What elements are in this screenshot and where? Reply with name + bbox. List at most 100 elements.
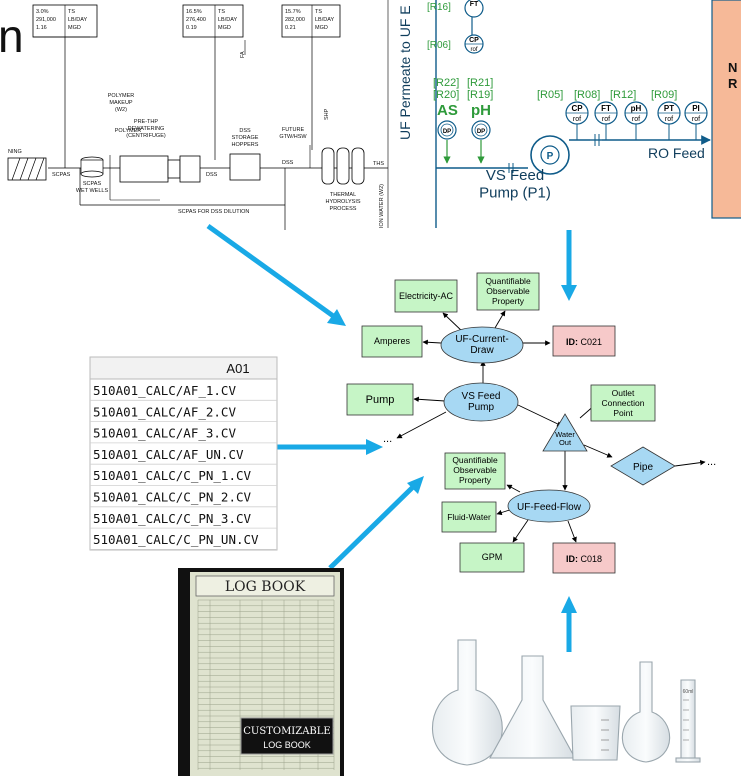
fa-label: FA [240, 51, 246, 58]
shp-label: SHP [324, 108, 330, 120]
svg-text:PI: PI [692, 104, 700, 113]
stream-1-ts: TS [68, 9, 75, 15]
table-row: 510A01_CALC/AF_2.CV [93, 404, 236, 419]
stream-3-pct: 15.7% [285, 9, 301, 15]
process-flow-diagram: n 3.0% TS 291,000 LB/DAY 1.16 MGD 16.5% … [0, 0, 389, 230]
table-row: 510A01_CALC/AF_1.CV [93, 383, 236, 398]
ellipsis-right: ... [707, 456, 716, 468]
tag-table: A01 510A01_CALC/AF_1.CV 510A01_CALC/AF_2.… [89, 356, 278, 551]
svg-text:PT: PT [664, 104, 674, 113]
table-row: 510A01_CALC/AF_UN.CV [93, 447, 244, 462]
logbook-badge-2: LOG BOOK [263, 740, 311, 750]
svg-text:FT: FT [601, 104, 611, 113]
ellipsis-left: ... [383, 433, 392, 445]
ro-unit-letter-1: N [728, 60, 737, 75]
svg-text:[R09]: [R09] [651, 89, 677, 101]
node-fluid-water[interactable]: Fluid-Water [441, 501, 497, 533]
node-gpm[interactable]: GPM [459, 542, 525, 573]
stream-2-unit2: MGD [218, 25, 231, 31]
node-amperes[interactable]: Amperes [361, 325, 423, 358]
stream-2-flow: 276,400 [186, 17, 206, 23]
tag-r21: [R21] [467, 77, 493, 89]
stream-2-unit1: LB/DAY [218, 17, 237, 23]
ths-label: THS [373, 161, 384, 167]
table-row: 510A01_CALC/C_PN_1.CV [93, 468, 252, 483]
svg-text:[R12]: [R12] [610, 89, 636, 101]
node-id-c021-label: ID: C021 [566, 337, 602, 347]
pid-diagram: UF Permeate to UF E [R16] [R06] FT CP ro… [397, 0, 741, 228]
node-uf-current-draw[interactable]: UF-Current-Draw [440, 326, 524, 364]
node-id-c018-label: ID: C018 [566, 554, 602, 564]
stream-3-flow: 282,000 [285, 17, 305, 23]
svg-text:pH: pH [631, 104, 642, 113]
stream-2-mgd: 0.19 [186, 25, 197, 31]
node-gpm-label: GPM [482, 552, 503, 562]
table-row: 510A01_CALC/C_PN_2.CV [93, 490, 252, 505]
dp-instrument-ph: DP [471, 120, 491, 140]
stream-box-2: 16.5% TS 276,400 LB/DAY 0.19 MGD [182, 4, 244, 38]
svg-text:DP: DP [477, 129, 485, 135]
node-pump[interactable]: Pump [346, 383, 414, 416]
tag-r20: [R20] [433, 89, 459, 101]
table-rows: 510A01_CALC/AF_1.CV 510A01_CALC/AF_2.CV 51… [90, 383, 277, 550]
table-row: 510A01_CALC/AF_3.CV [93, 426, 236, 441]
stream-box-1: 3.0% TS 291,000 LB/DAY 1.16 MGD [32, 4, 98, 38]
tag-r06: [R06] [427, 40, 451, 51]
svg-text:[R08]: [R08] [574, 89, 600, 101]
ro-unit-letter-2: R [728, 76, 738, 91]
dss-label-1: DSS [206, 172, 218, 178]
ft-top-instrument: FT [464, 0, 484, 18]
svg-text:CP: CP [469, 37, 479, 44]
stream-1-unit1: LB/DAY [68, 17, 87, 23]
svg-text:P: P [547, 151, 554, 162]
ion-water-label: ION WATER (W2) [379, 184, 385, 228]
table-row: 510A01_CALC/C_PN_UN.CV [93, 532, 259, 547]
table-row: 510A01_CALC/C_PN_3.CV [93, 511, 252, 526]
node-uf-feed-flow[interactable]: UF-Feed-Flow [507, 489, 591, 523]
pid-top-tags: [R05] [R08] [R12] [R09] [537, 89, 677, 101]
stream-1-unit2: MGD [68, 25, 81, 31]
dp-instrument-as: DP [437, 120, 457, 140]
stream-1-pct: 3.0% [36, 9, 49, 15]
svg-text:FT: FT [470, 1, 479, 8]
ro-unit-box [711, 0, 741, 219]
vs-feed-pump-symbol: P [530, 135, 590, 175]
ph-label: pH [471, 102, 491, 119]
logbook-title: LOG BOOK [225, 579, 306, 595]
node-electricity-ac[interactable]: Electricity-AC [394, 279, 458, 313]
node-id-c018[interactable]: ID: C018 [552, 542, 616, 574]
table-header: A01 [226, 361, 249, 376]
svg-text:rof: rof [632, 116, 640, 123]
thp-vessels [321, 147, 365, 185]
svg-text:CP: CP [571, 104, 583, 113]
node-fluid-water-label: Fluid-Water [447, 512, 491, 522]
cp-left-instrument: CP rof [464, 34, 484, 54]
stream-3-unit1: LB/DAY [315, 17, 334, 23]
pid-side-text: UF Permeate to UF E [397, 5, 413, 140]
cylinder-label: 60ml [683, 689, 694, 695]
dss-label-2: DSS [282, 160, 294, 166]
node-pipe[interactable]: Pipe [610, 446, 676, 486]
node-id-c021[interactable]: ID: C021 [552, 325, 616, 357]
node-uf-current-label: UF-Current-Draw [455, 334, 508, 356]
stream-3-ts: TS [315, 9, 322, 15]
svg-text:rof: rof [692, 116, 700, 123]
